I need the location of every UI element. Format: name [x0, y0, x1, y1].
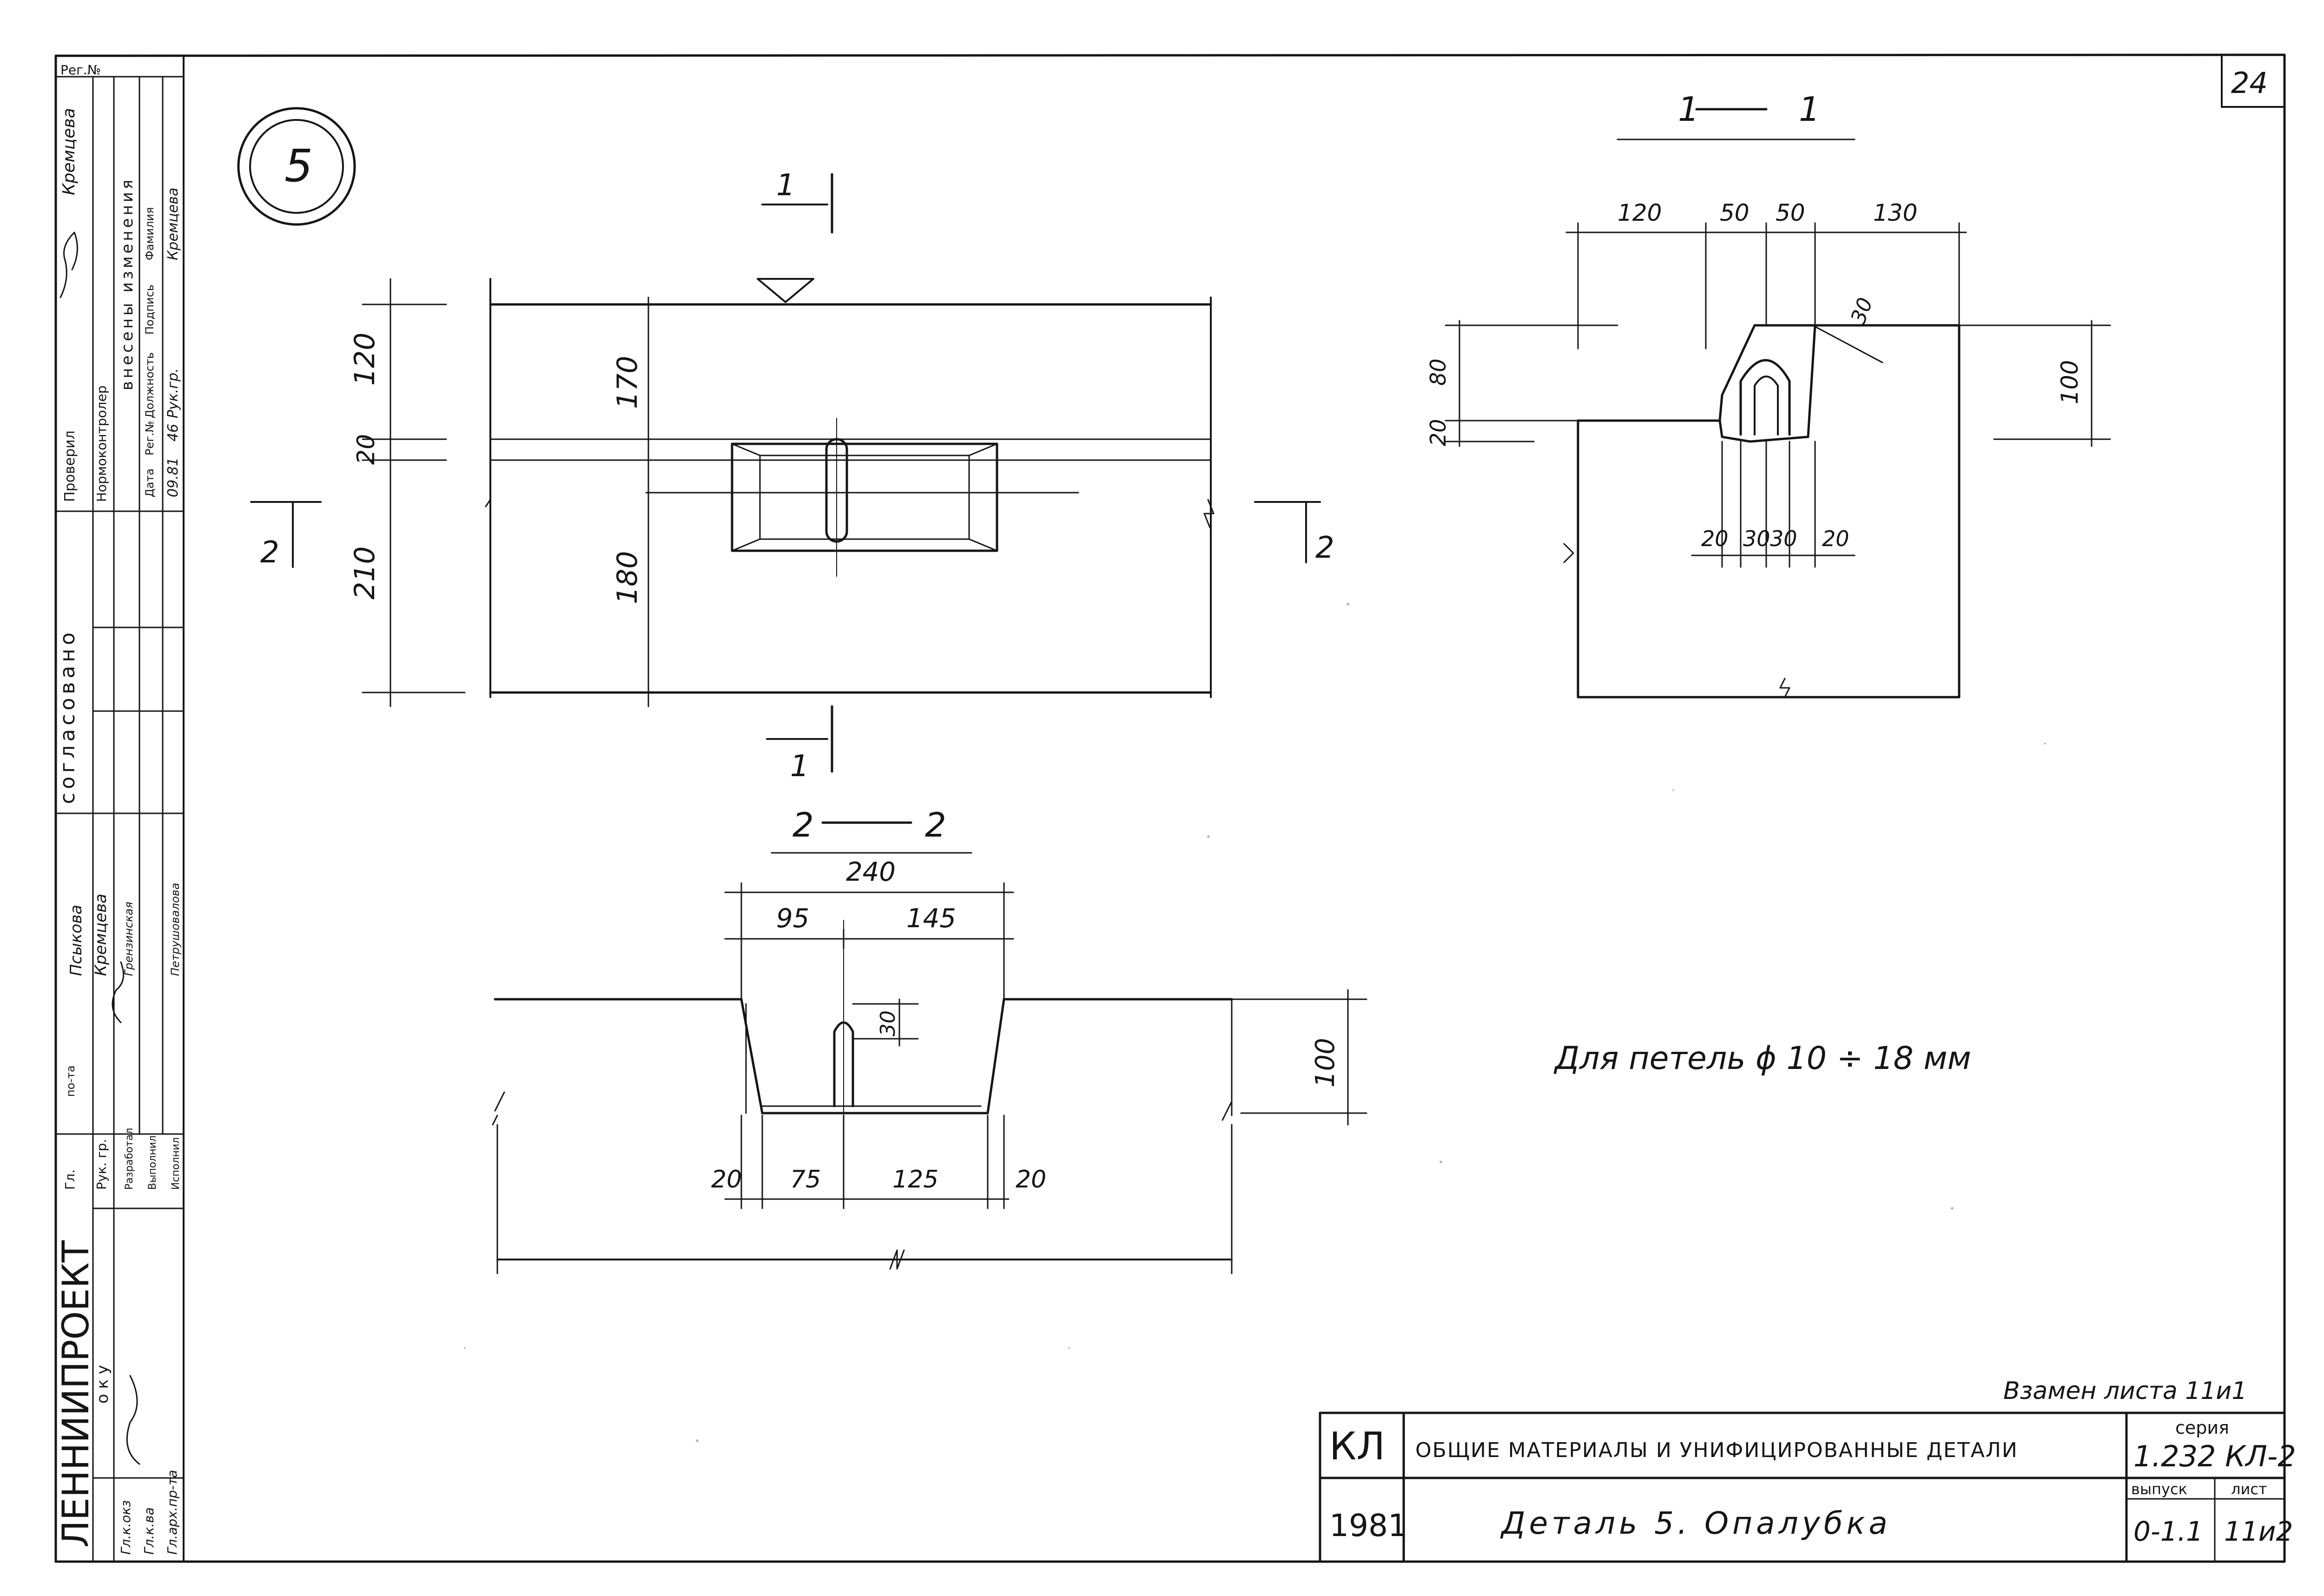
section-11-dim-b20a: 20 — [1701, 526, 1729, 551]
sheet-value: 11и2 — [2224, 1516, 2293, 1547]
org-dept: о к у — [93, 1365, 112, 1404]
section-11-dim-120: 120 — [1618, 199, 1662, 226]
plan-cut-1-top: 1 — [776, 168, 795, 203]
role-pota: по-та — [64, 1065, 77, 1097]
table-row-date: 09.81 — [165, 457, 181, 497]
section-22-dim-b75: 75 — [790, 1166, 821, 1194]
section-11-dim-30: 30 — [1846, 295, 1877, 327]
plan-direction-mark — [757, 278, 814, 303]
section-11-body — [1577, 324, 1961, 699]
section-11-dim-100: 100 — [2056, 360, 2083, 404]
detail-number-circle: 5 — [237, 107, 356, 226]
section-22-title-right: 2 — [925, 805, 946, 844]
table-head-date: Дата — [143, 468, 156, 497]
section-2-2: 2 2 240 95 145 30 100 — [492, 805, 1367, 1274]
table-row-position: Рук.гр. — [165, 368, 181, 418]
section-22-dim-100: 100 — [1310, 1038, 1340, 1088]
plan-dim-210: 210 — [349, 546, 381, 600]
section-22-dim-b20a: 20 — [711, 1166, 742, 1194]
section-11-dim-50a: 50 — [1720, 199, 1750, 226]
plan-cut-1-bottom: 1 — [790, 749, 809, 784]
plan-dim-20: 20 — [352, 434, 380, 465]
section-11-dim-b30b: 30 — [1770, 526, 1797, 551]
soglasovano-label: согласовано — [56, 629, 79, 804]
table-head-signature: Подпись — [143, 284, 156, 335]
title-year: 1981 — [1329, 1508, 1407, 1543]
sheet-title: Деталь 5. Опалубка — [1500, 1505, 1891, 1541]
plan-view: 1 1 2 2 120 20 210 170 180 — [250, 168, 1334, 784]
plan-cut-2-right: 2 — [1315, 531, 1334, 565]
bottom-code-1: Гл.к.окз — [118, 1500, 133, 1555]
role-razrabotal: Разработал — [124, 1128, 135, 1190]
section-22-dim-b20b: 20 — [1016, 1166, 1046, 1194]
section-11-dim-80: 80 — [1426, 358, 1451, 386]
name-2: Кремцева — [92, 894, 110, 976]
plan-recess-outer — [731, 442, 998, 552]
role-gl: Гл. — [62, 1169, 78, 1190]
plan-dim-170: 170 — [611, 356, 644, 409]
section-22-title-left: 2 — [792, 805, 814, 844]
sheet-label: лист — [2231, 1480, 2267, 1498]
plan-dim-120: 120 — [349, 332, 381, 386]
page-number: 24 — [2231, 66, 2268, 100]
issue-label: выпуск — [2131, 1480, 2187, 1498]
vneseny-label: внесены изменения — [118, 177, 137, 390]
section-11-dim-b20b: 20 — [1822, 526, 1849, 551]
section-1-1: 1 1 120 50 50 130 30 80 20 — [1426, 90, 2111, 699]
section-22-dim-95: 95 — [776, 904, 809, 934]
table-head-reg: Рег.№ — [143, 421, 156, 455]
section-11-loop — [1739, 359, 1791, 436]
role-vypolnil: Выполнил — [147, 1135, 158, 1190]
checked-name: Кремцева — [59, 108, 79, 195]
section-11-dim-130: 130 — [1873, 199, 1917, 226]
section-11-dim-20: 20 — [1426, 419, 1451, 446]
section-22-dim-145: 145 — [906, 904, 956, 934]
section-22-dim-b125: 125 — [892, 1166, 938, 1194]
title-code: КЛ — [1329, 1425, 1385, 1469]
plan-dim-180: 180 — [611, 551, 644, 604]
name-4: Петрушовалова — [169, 883, 182, 976]
signature-scribble-3 — [126, 1375, 140, 1465]
series-label: серия — [2175, 1418, 2229, 1438]
name-3: Грензинская — [122, 902, 135, 976]
bottom-code-3: Гл.арх.пр-та — [165, 1470, 180, 1555]
plan-cut-2-left: 2 — [260, 535, 279, 570]
scan-noise — [464, 603, 2046, 1442]
left-stamp-strip: Рег.№ ЛЕННИИПРОЕКТ о к у согласовано Про… — [55, 62, 185, 1563]
detail-number: 5 — [284, 140, 313, 192]
section-22-dim-30: 30 — [876, 1010, 900, 1036]
section-11-dim-50b: 50 — [1776, 199, 1805, 226]
title-block: Взамен листа 11и1 КЛ 1981 ОБЩИЕ МАТЕРИАЛ… — [1319, 1377, 2296, 1563]
sheet-frame — [54, 53, 2286, 1563]
table-row-reg: 46 — [165, 424, 181, 442]
section-11-recess — [1718, 324, 1816, 443]
general-title: ОБЩИЕ МАТЕРИАЛЫ И УНИФИЦИРОВАННЫЕ ДЕТАЛИ — [1415, 1438, 2018, 1462]
section-22-dim-240: 240 — [846, 857, 896, 887]
section-22-profile — [494, 998, 1233, 1115]
table-head-position: Должность — [143, 352, 156, 418]
bottom-code-2: Гл.к.ва — [141, 1507, 157, 1555]
checked-label: Проверил — [62, 430, 78, 502]
section-11-dim-b30a: 30 — [1743, 526, 1770, 551]
signature-scribble-2 — [112, 961, 125, 1023]
issue-value: 0-1.1 — [2133, 1516, 2203, 1547]
reg-label: Рег.№ — [60, 62, 101, 78]
signature-scribble-1 — [59, 231, 78, 298]
replaces-note: Взамен листа 11и1 — [2003, 1377, 2247, 1405]
org-name: ЛЕННИИПРОЕКТ — [55, 1240, 97, 1548]
plan-recess-inner — [759, 455, 970, 540]
series-value: 1.232 КЛ-2 — [2133, 1439, 2296, 1473]
role-ispolnil: Исполнил — [170, 1137, 182, 1190]
page-number-box: 24 — [2221, 55, 2285, 108]
name-1: Псыкова — [67, 905, 86, 976]
role-rukgr: Рук. гр. — [94, 1139, 109, 1190]
loop-note: Для петель ϕ 10 ÷ 18 мм — [1553, 1040, 1971, 1077]
table-head-surname: Фамилия — [143, 207, 156, 260]
table-row-surname: Кремцева — [165, 188, 181, 260]
section-11-title-right: 1 — [1799, 90, 1820, 129]
normcontrol-label: Нормоконтролер — [94, 385, 109, 502]
